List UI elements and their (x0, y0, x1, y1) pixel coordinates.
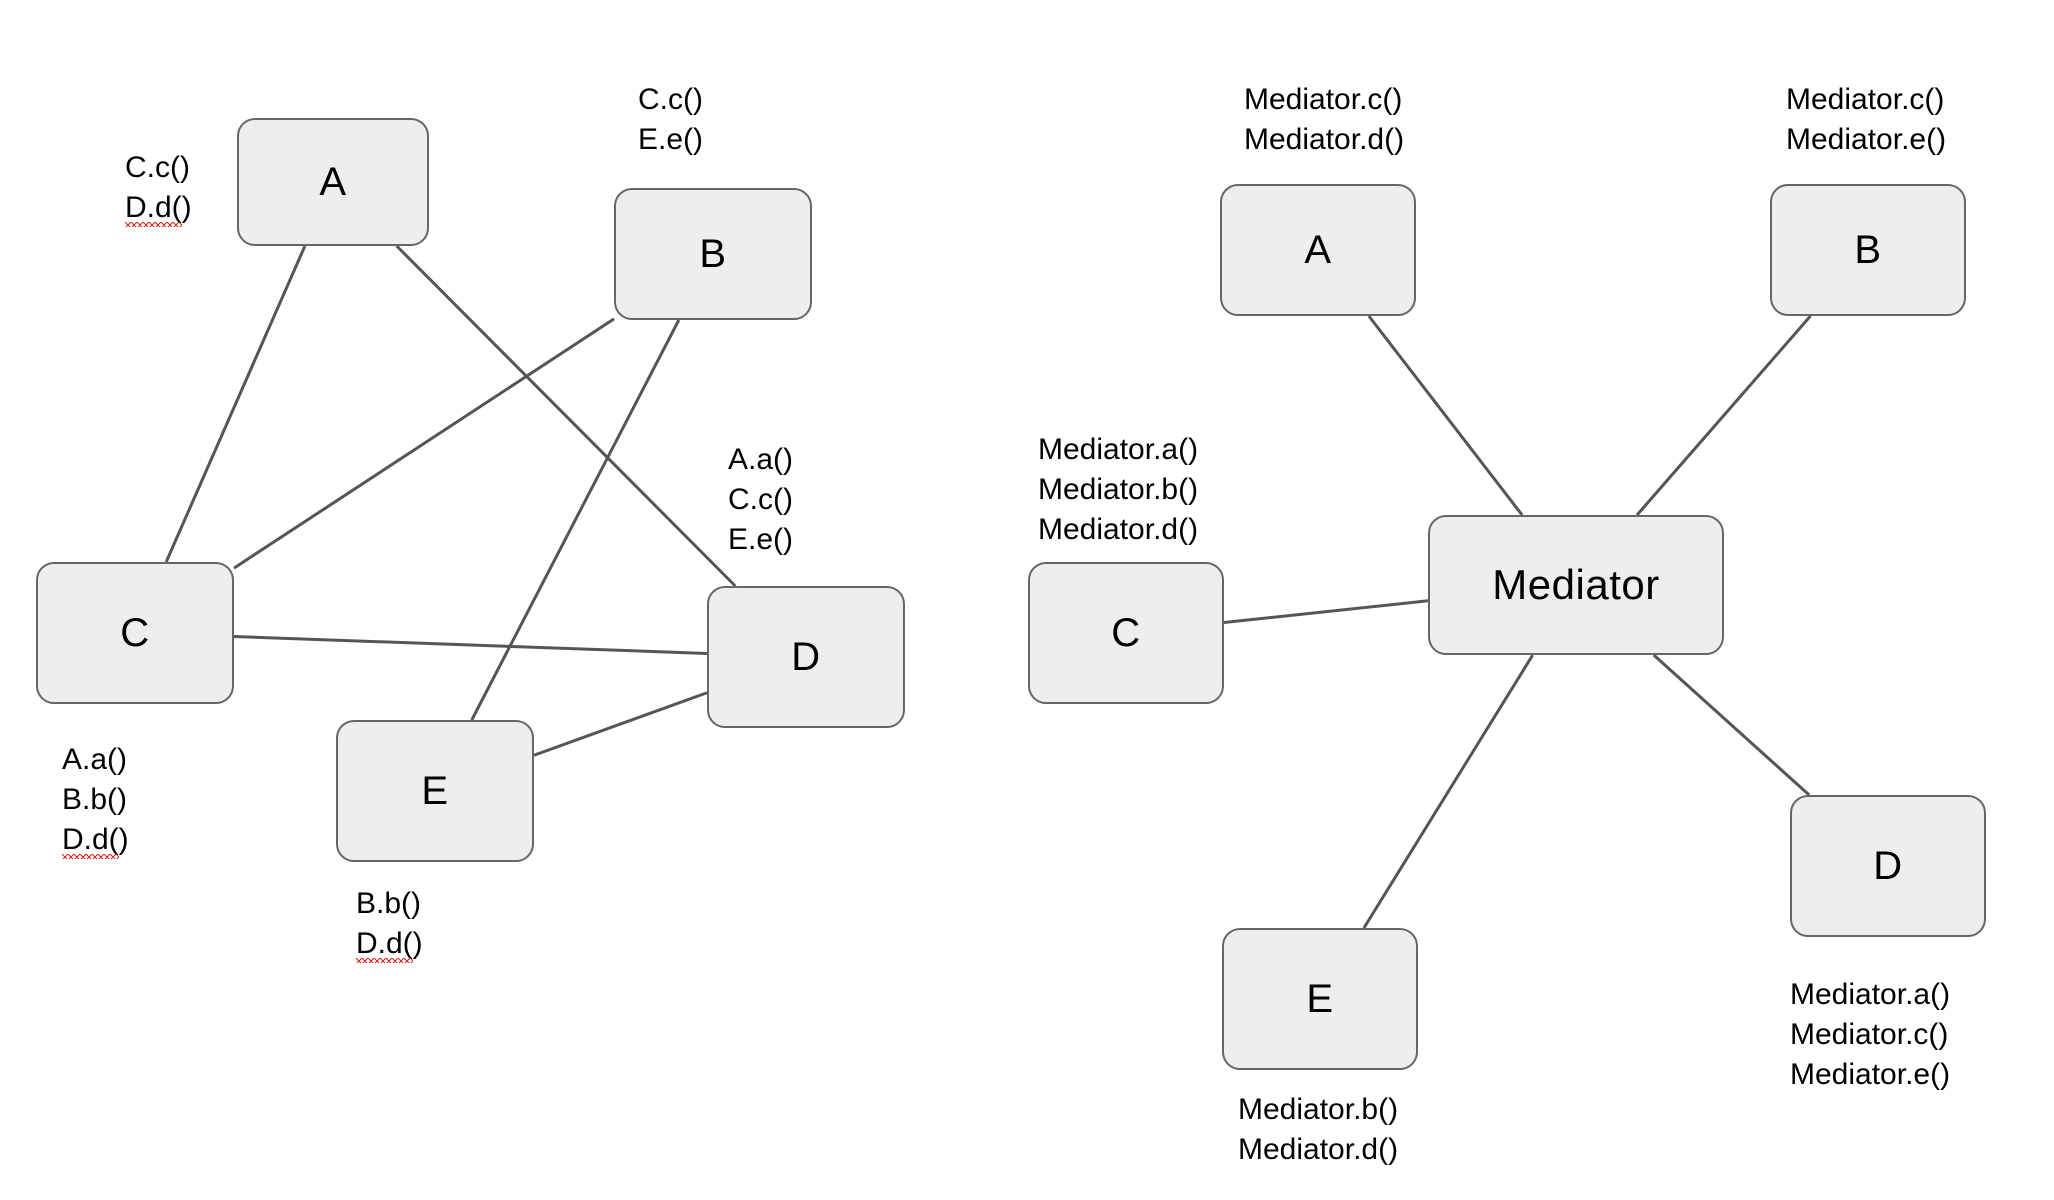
node-with-mediator-b[interactable]: B (1770, 184, 1966, 316)
annotation-line: C.c() (728, 483, 793, 516)
node-label: B (699, 231, 727, 276)
node-label: E (421, 768, 449, 813)
annotation-without-mediator-b: C.c() E.e() (638, 80, 703, 160)
edge-without-mediator-B-E (470, 319, 681, 721)
annotation-line: Mediator.e() (1790, 1058, 1951, 1091)
annotation-line: B.b() (62, 783, 128, 816)
annotation-line: Mediator.b() (1038, 473, 1199, 506)
annotation-line-misspelled: D.d() (62, 820, 129, 860)
annotation-line: Mediator.d() (1244, 123, 1405, 156)
edge-with-mediator-D-Mediator (1652, 653, 1811, 797)
edge-with-mediator-E-Mediator (1362, 654, 1534, 929)
edge-without-mediator-D-E (533, 691, 708, 757)
node-with-mediator-mediator[interactable]: Mediator (1428, 515, 1724, 655)
annotation-without-mediator-a: C.c() D.d() (125, 148, 192, 228)
node-label: C (1111, 610, 1141, 655)
annotation-with-mediator-e: Mediator.b() Mediator.d() (1238, 1090, 1398, 1170)
node-without-mediator-b[interactable]: B (614, 188, 812, 320)
annotation-line: Mediator.e() (1786, 123, 1947, 156)
annotation-line: Mediator.b() (1238, 1093, 1399, 1126)
annotation-line: Mediator.c() (1790, 1018, 1949, 1051)
node-with-mediator-c[interactable]: C (1028, 562, 1224, 704)
annotation-line: A.a() (62, 743, 128, 776)
annotation-line: B.b() (356, 887, 422, 920)
annotation-without-mediator-d: A.a() C.c() E.e() (728, 440, 793, 560)
node-label: D (1873, 843, 1903, 888)
annotation-line-misspelled: D.d() (125, 188, 192, 228)
annotation-with-mediator-c: Mediator.a() Mediator.b() Mediator.d() (1038, 430, 1198, 550)
node-with-mediator-d[interactable]: D (1790, 795, 1986, 937)
node-label: A (1304, 227, 1332, 272)
annotation-line: A.a() (728, 443, 794, 476)
edge-without-mediator-B-C (233, 317, 615, 570)
annotation-line: Mediator.a() (1038, 433, 1199, 466)
annotation-line: C.c() (125, 151, 190, 184)
node-label: Mediator (1492, 561, 1660, 608)
annotation-line: Mediator.c() (1244, 83, 1403, 116)
annotation-without-mediator-e: B.b() D.d() (356, 884, 423, 964)
annotation-with-mediator-d: Mediator.a() Mediator.c() Mediator.e() (1790, 975, 1950, 1095)
edge-with-mediator-C-Mediator (1223, 599, 1429, 625)
node-label: A (319, 159, 347, 204)
annotation-without-mediator-c: A.a() B.b() D.d() (62, 740, 129, 860)
annotation-with-mediator-b: Mediator.c() Mediator.e() (1786, 80, 1946, 160)
annotation-line: C.c() (638, 83, 703, 116)
annotation-line: E.e() (638, 123, 704, 156)
node-without-mediator-d[interactable]: D (707, 586, 905, 728)
node-without-mediator-c[interactable]: C (36, 562, 234, 704)
node-with-mediator-e[interactable]: E (1222, 928, 1418, 1070)
annotation-line-misspelled: D.d() (356, 924, 423, 964)
annotation-line: Mediator.d() (1238, 1133, 1399, 1166)
node-label: E (1306, 976, 1334, 1021)
node-label: C (120, 610, 150, 655)
annotation-line: E.e() (728, 523, 794, 556)
node-without-mediator-a[interactable]: A (237, 118, 429, 246)
edge-without-mediator-C-D (233, 635, 708, 655)
node-with-mediator-a[interactable]: A (1220, 184, 1416, 316)
edge-with-mediator-A-Mediator (1367, 315, 1524, 516)
annotation-with-mediator-a: Mediator.c() Mediator.d() (1244, 80, 1404, 160)
node-without-mediator-e[interactable]: E (336, 720, 534, 862)
edge-with-mediator-B-Mediator (1635, 315, 1812, 516)
node-label: D (791, 634, 821, 679)
node-label: B (1854, 227, 1882, 272)
annotation-line: Mediator.c() (1786, 83, 1945, 116)
annotation-line: Mediator.d() (1038, 513, 1199, 546)
annotation-line: Mediator.a() (1790, 978, 1951, 1011)
edge-without-mediator-A-C (164, 245, 307, 563)
